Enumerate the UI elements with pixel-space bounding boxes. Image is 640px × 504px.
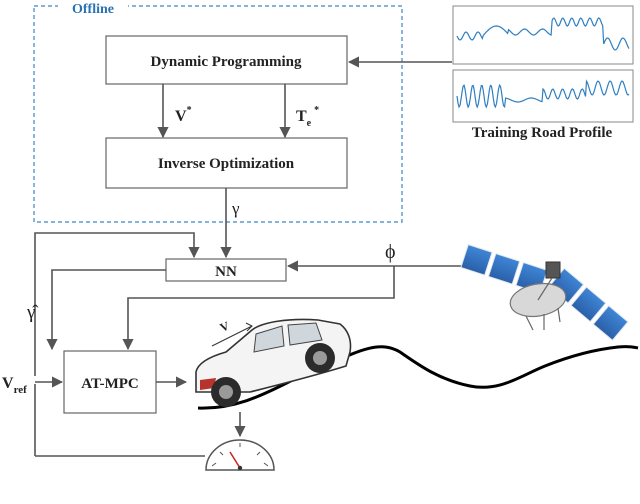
offline-group-label: Offline bbox=[72, 2, 114, 17]
v-star-label: V* bbox=[175, 105, 192, 125]
vehicle-velocity-label: V bbox=[218, 318, 232, 334]
nn-label: NN bbox=[215, 264, 237, 280]
phi-branch-to-mpc bbox=[122, 266, 395, 351]
v-ref-label: Vref bbox=[2, 375, 27, 396]
speedometer-icon bbox=[205, 439, 275, 471]
gamma-label: γ bbox=[231, 199, 240, 218]
at-mpc-label: AT-MPC bbox=[81, 376, 139, 392]
road-profile-plot-bottom bbox=[452, 69, 634, 123]
phi-label: ϕ bbox=[385, 241, 396, 263]
road-profile-caption: Training Road Profile bbox=[472, 125, 613, 141]
offline-group-border bbox=[33, 5, 403, 223]
dynamic-programming-block bbox=[105, 35, 348, 85]
gamma-hat-label: γ̂ bbox=[26, 302, 38, 323]
at-mpc-block bbox=[63, 350, 157, 414]
te-star-label: Te* bbox=[296, 105, 319, 129]
vehicle-illustration bbox=[195, 318, 352, 407]
inverse-optimization-label: Inverse Optimization bbox=[158, 156, 295, 172]
dynamic-programming-label: Dynamic Programming bbox=[151, 54, 302, 70]
satellite-icon bbox=[460, 243, 629, 341]
velocity-feedback-to-nn bbox=[34, 232, 200, 376]
road-profile-plot-top bbox=[452, 5, 634, 65]
gamma-hat-arrow bbox=[46, 269, 166, 351]
